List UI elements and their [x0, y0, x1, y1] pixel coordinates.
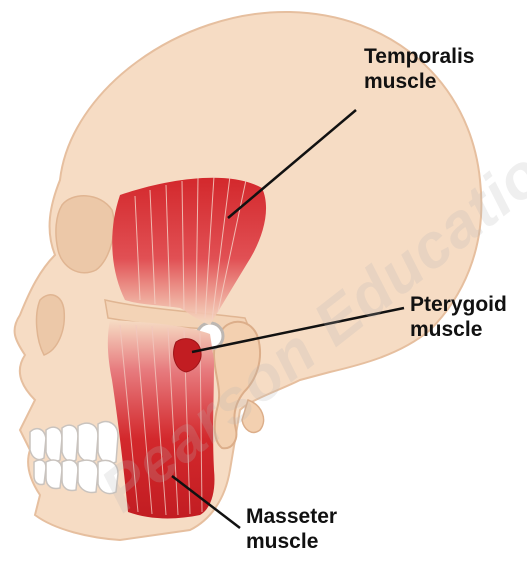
temporalis-label: Temporalis muscle: [364, 44, 474, 94]
masseter-label-line-2: muscle: [246, 529, 337, 554]
masseter-label-line-1: Masseter: [246, 504, 337, 529]
temporalis-label-line-1: Temporalis: [364, 44, 474, 69]
pterygoid-label-line-2: muscle: [410, 317, 507, 342]
pterygoid-label-line-1: Pterygoid: [410, 292, 507, 317]
temporalis-label-line-2: muscle: [364, 69, 474, 94]
masseter-label: Masseter muscle: [246, 504, 337, 554]
pterygoid-label: Pterygoid muscle: [410, 292, 507, 342]
